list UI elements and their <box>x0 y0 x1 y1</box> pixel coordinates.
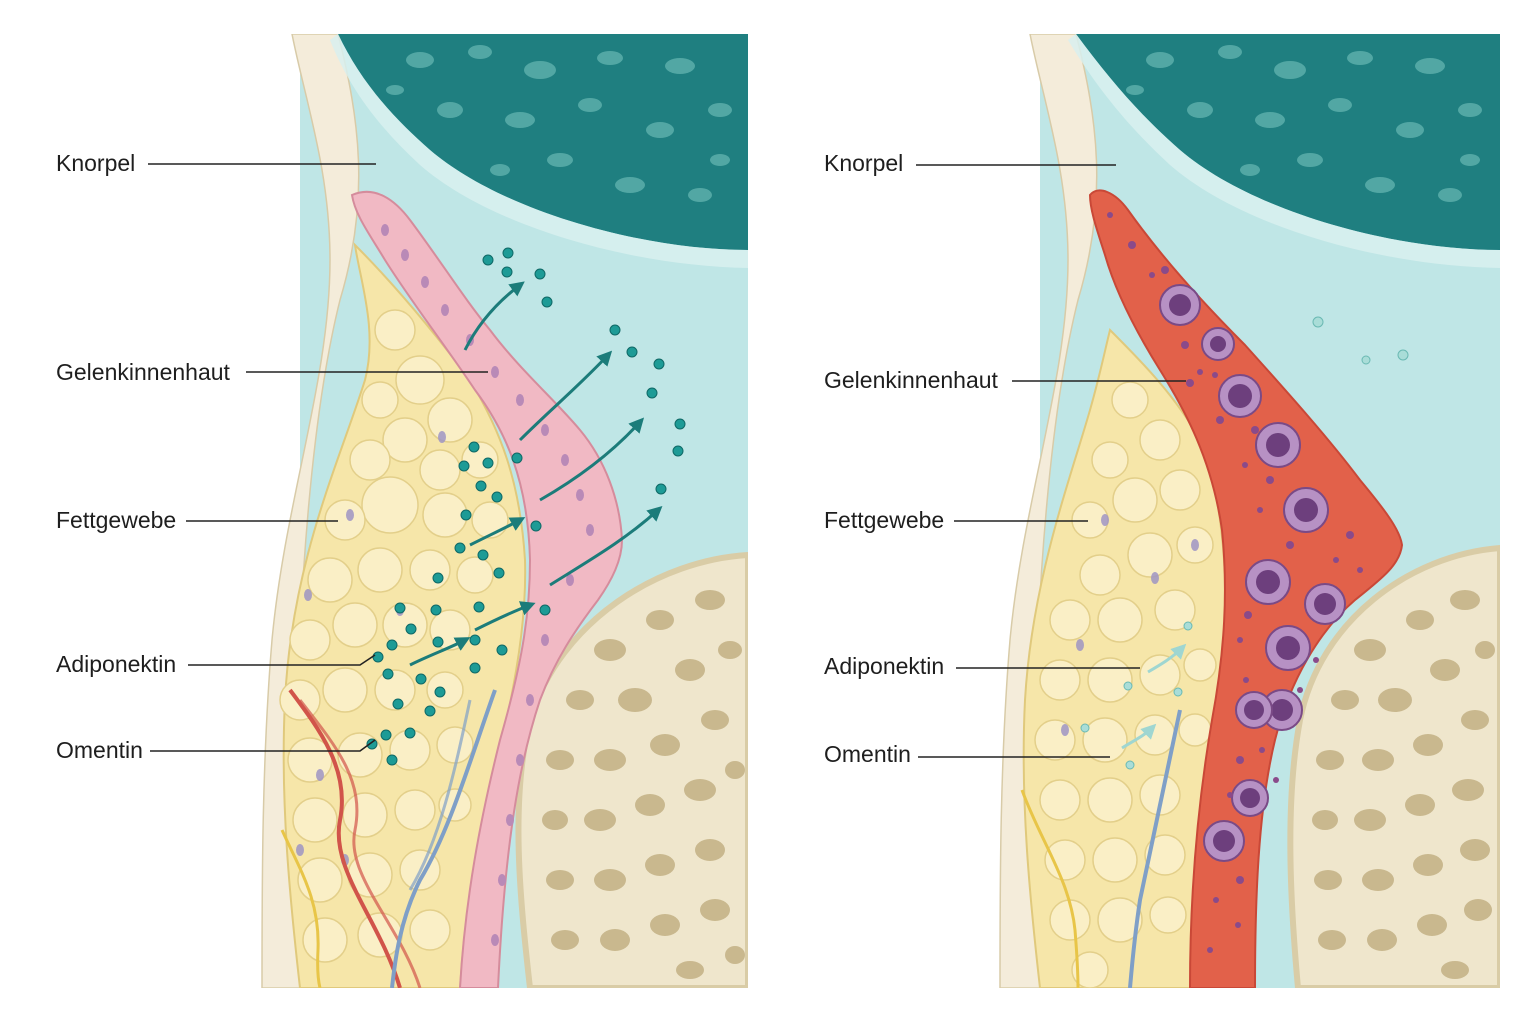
synovial-cells <box>381 224 594 946</box>
immune-cell-icon <box>1159 284 1201 326</box>
label-fat-right: Fettgewebe <box>824 507 944 533</box>
bone-pores <box>542 590 745 979</box>
panel-right: Knorpel Gelenkinnenhaut Fettgewebe Adipo… <box>824 34 1500 988</box>
secretion-arrow-icon <box>463 281 525 351</box>
immune-cell-icon <box>1261 689 1303 731</box>
secretion-arrow-icon <box>1121 723 1157 750</box>
label-adiponectin-right: Adiponektin <box>824 653 944 679</box>
cartilage-pores <box>386 45 732 202</box>
immune-cell-icon <box>1265 625 1311 671</box>
vein <box>1128 709 1182 988</box>
immune-cell-icon <box>1218 374 1262 418</box>
cartilage-pores <box>1126 45 1482 202</box>
secretion-arrow-icon <box>549 505 663 587</box>
label-synovium-left: Gelenkinnenhaut <box>56 359 231 385</box>
immune-cell-icon <box>1255 422 1301 468</box>
adiponectin-molecules <box>366 247 686 766</box>
bone-pores <box>1312 590 1495 979</box>
immune-cell-icon <box>1231 779 1269 817</box>
secretion-arrows <box>1121 643 1187 750</box>
synovium-healthy <box>350 190 624 988</box>
immune-cell-icon <box>1201 327 1235 361</box>
immune-cell-icon <box>1283 487 1329 533</box>
immune-cells <box>1159 284 1346 862</box>
nerve <box>280 829 322 988</box>
label-omentin-right: Omentin <box>824 741 911 767</box>
labels-left: Knorpel Gelenkinnenhaut Fettgewebe Adipo… <box>56 150 488 763</box>
cartilage-cap <box>1076 34 1500 250</box>
label-omentin-left: Omentin <box>56 737 143 763</box>
secretion-arrow-icon <box>1147 643 1187 674</box>
immune-cell-icon <box>1203 820 1245 862</box>
secretion-arrow-icon <box>539 417 645 502</box>
secretion-arrow-icon <box>518 350 613 442</box>
synovium-inflamed <box>1088 189 1404 988</box>
label-adiponectin-left: Adiponektin <box>56 651 176 677</box>
fat-cells <box>1034 381 1217 988</box>
labels-right: Knorpel Gelenkinnenhaut Fettgewebe Adipo… <box>824 150 1186 767</box>
label-cartilage-right: Knorpel <box>824 150 903 176</box>
secretion-arrow-icon <box>409 637 471 667</box>
immune-cell-icon <box>1235 691 1273 729</box>
inflammatory-granules <box>1107 212 1363 953</box>
secretion-arrow-icon <box>474 601 536 632</box>
nerve <box>1020 789 1080 988</box>
vein <box>390 689 497 988</box>
panel-left: Knorpel Gelenkinnenhaut Fettgewebe Adipo… <box>56 34 748 988</box>
secretion-arrow-icon <box>469 517 526 547</box>
molecules-sparse <box>1080 316 1409 770</box>
label-cartilage-left: Knorpel <box>56 150 135 176</box>
secretion-arrows <box>409 281 663 667</box>
label-synovium-right: Gelenkinnenhaut <box>824 367 999 393</box>
immune-cell-icon <box>1245 559 1291 605</box>
label-fat-left: Fettgewebe <box>56 507 176 533</box>
cartilage-cap <box>338 34 748 250</box>
artery <box>288 688 402 988</box>
immune-cell-icon <box>1304 583 1346 625</box>
